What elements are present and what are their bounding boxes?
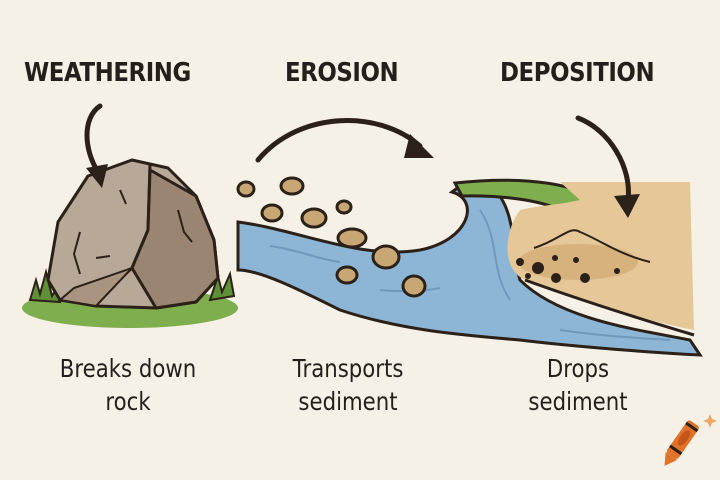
caption-line: Drops (546, 354, 610, 383)
caption-line: Breaks down (59, 354, 197, 383)
sand-delta-icon (452, 178, 695, 337)
stage-title-deposition: DEPOSITION (500, 58, 655, 88)
stage-title-weathering: WEATHERING (24, 58, 191, 88)
stage-caption-erosion: Transports sediment (263, 352, 433, 418)
caption-line: sediment (528, 387, 628, 416)
caption-line: sediment (298, 387, 398, 416)
stage-title-erosion: EROSION (285, 58, 399, 88)
stage-caption-weathering: Breaks down rock (43, 352, 213, 418)
arrow-icon (575, 115, 640, 218)
stage-caption-deposition: Drops sediment (493, 352, 663, 418)
pebble-icon (236, 176, 427, 298)
rock-icon (22, 158, 238, 328)
caption-line: Transports (292, 354, 404, 383)
crayon-icon (664, 414, 717, 466)
arrow-icon (255, 118, 434, 163)
arrow-icon (84, 103, 108, 188)
caption-line: rock (105, 387, 151, 416)
